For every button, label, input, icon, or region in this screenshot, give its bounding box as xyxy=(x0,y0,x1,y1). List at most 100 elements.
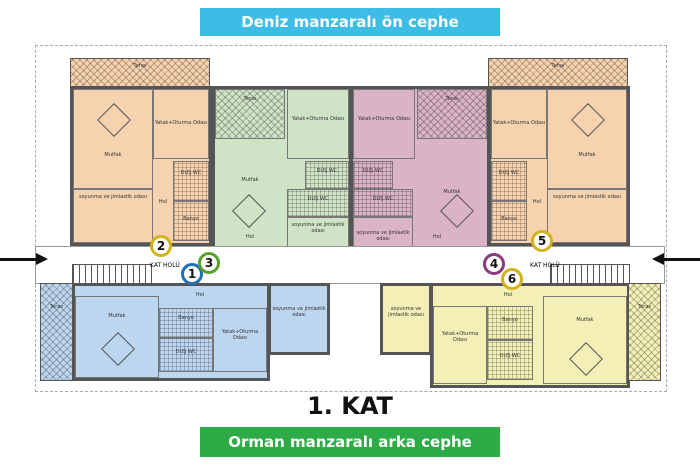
room-label: Mutfak xyxy=(578,152,596,158)
room-label: soyunma ve jimlastik odası xyxy=(388,306,424,318)
room-label: Banyo xyxy=(501,216,517,222)
room-label-hall: Hol xyxy=(245,234,255,240)
marker-6: 6 xyxy=(501,268,523,290)
room-label: Banyo xyxy=(502,317,518,323)
room-bedroom: Yatak+Oturma Odası xyxy=(353,89,415,159)
room-dressing: soyunma ve jimlastik odası xyxy=(547,189,627,243)
room-label: Teras xyxy=(551,63,565,69)
room-shower: DUŞ WC xyxy=(287,189,349,217)
room-label: DUŞ WC xyxy=(372,196,394,202)
marker-2: 2 xyxy=(150,235,172,257)
room-shower: DUŞ WC xyxy=(353,189,413,217)
table-icon xyxy=(569,342,603,376)
room-label: Mutfak xyxy=(104,152,122,158)
room-shower: DUŞ WC xyxy=(491,161,527,201)
unit-6-dressing: soyunma ve jimlastik odası xyxy=(380,283,432,355)
marker-4: 4 xyxy=(483,253,505,275)
room-label: Yatak+Oturma Odası xyxy=(154,120,208,126)
room-label: soyunma ve jimlastik odası xyxy=(356,230,410,242)
room-label-hall: Hol xyxy=(532,199,542,205)
room-label: Yatak+Oturma Odası xyxy=(291,116,345,122)
table-icon xyxy=(440,194,474,228)
room-label: Teras xyxy=(243,96,257,102)
arrow-head-right-icon xyxy=(36,253,48,265)
room-shower: DUŞ WC xyxy=(353,161,393,189)
entry-arrow-right xyxy=(662,258,700,261)
room-label: Teras xyxy=(133,63,147,69)
arrow-head-left-icon xyxy=(652,253,664,265)
unit-6: Yatak+Oturma Odası Banyo DUŞ WC Mutfak H… xyxy=(430,283,630,388)
room-label: DUŞ WC xyxy=(499,353,521,359)
room-bath: Banyo xyxy=(487,306,533,340)
room-label-hall: Hol xyxy=(432,234,442,240)
room-label: Yatak+Oturma Odası xyxy=(221,329,259,341)
room-bedroom: Yatak+Oturma Odası xyxy=(491,89,547,159)
floor-label: 1. KAT xyxy=(307,392,393,420)
room-bath: Banyo xyxy=(159,308,213,338)
unit-4: Yatak+Oturma Odası Teras DUŞ WC DUŞ WC s… xyxy=(350,86,490,270)
room-label-kitchen: Mutfak xyxy=(241,177,259,183)
room-label: Banyo xyxy=(183,216,199,222)
top-banner: Deniz manzaralı ön cephe xyxy=(200,8,500,36)
room-kitchen: Mutfak xyxy=(73,89,153,189)
stairs-right xyxy=(550,264,630,284)
marker-3: 3 xyxy=(198,252,220,274)
room-label: DUŞ WC xyxy=(180,170,202,176)
marker-1: 1 xyxy=(181,263,203,285)
room-label: Yatak+Oturma Odası xyxy=(357,116,411,122)
table-icon xyxy=(101,332,135,366)
room-shower: DUŞ WC xyxy=(159,338,213,372)
room-shower: DUŞ WC xyxy=(487,340,533,380)
room-label: soyunma ve jimlastik odası xyxy=(272,306,326,318)
room-bedroom: Yatak+Oturma Odası xyxy=(287,89,349,159)
kat-holu-label-left: KAT HOLÜ xyxy=(150,262,180,269)
room-label: soyunma ve jimlastik odası xyxy=(291,222,345,234)
room-shower: DUŞ WC xyxy=(173,161,209,201)
room-label: DUŞ WC xyxy=(362,168,384,174)
room-label: Mutfak xyxy=(108,313,126,319)
table-icon xyxy=(232,194,266,228)
room-kitchen: Mutfak xyxy=(75,296,159,378)
unit-1: Mutfak Banyo DUŞ WC Yatak+Oturma Odası H… xyxy=(72,283,270,381)
room-bedroom: Yatak+Oturma Odası xyxy=(153,89,209,159)
room-label: DUŞ WC xyxy=(175,349,197,355)
room-bath: Banyo xyxy=(491,201,527,241)
unit-5: Yatak+Oturma Odası Mutfak DUŞ WC Banyo s… xyxy=(488,86,630,246)
unit-2: Mutfak Yatak+Oturma Odası DUŞ WC Banyo s… xyxy=(70,86,212,246)
room-shower: DUŞ WC xyxy=(305,161,349,189)
building-outline xyxy=(35,45,667,392)
room-label: Teras xyxy=(49,304,63,310)
table-icon xyxy=(97,103,131,137)
room-kitchen: Mutfak xyxy=(547,89,627,189)
room-bedroom: Yatak+Oturma Odası xyxy=(213,308,267,372)
kat-holu-label-right: KAT HOLÜ xyxy=(530,262,560,269)
room-bedroom: Yatak+Oturma Odası xyxy=(433,306,487,384)
room-label: Teras xyxy=(445,96,459,102)
room-label-hall: Hol xyxy=(503,292,513,298)
unit-2-terrace: Teras xyxy=(70,58,210,88)
room-label: DUŞ WC xyxy=(316,168,338,174)
room-label-hall: Hol xyxy=(195,292,205,298)
room-label: Banyo xyxy=(178,315,194,321)
room-label-hall: Hol xyxy=(158,199,168,205)
room-dressing: soyunma ve jimlastik odası xyxy=(73,189,153,243)
bottom-banner: Orman manzaralı arka cephe xyxy=(200,427,500,457)
unit-6-terrace: Teras xyxy=(628,283,661,381)
room-bath: Banyo xyxy=(173,201,209,241)
room-terrace: Teras xyxy=(417,89,487,139)
room-label: Yatak+Oturma Odası xyxy=(492,120,546,126)
room-label: Mutfak xyxy=(576,317,594,323)
room-label: DUŞ WC xyxy=(307,196,329,202)
marker-5: 5 xyxy=(531,230,553,252)
room-label: soyunma ve jimlastik odası xyxy=(79,194,147,200)
entry-arrow-left xyxy=(0,258,38,261)
room-label: Yatak+Oturma Odası xyxy=(441,331,479,343)
room-label: soyunma ve jimlastik odası xyxy=(553,194,621,200)
unit-3: Teras Yatak+Oturma Odası DUŞ WC DUŞ WC s… xyxy=(212,86,352,258)
unit-5-terrace: Teras xyxy=(488,58,628,88)
unit-1-terrace: Teras xyxy=(40,283,73,381)
room-terrace: Teras xyxy=(215,89,285,139)
room-kitchen: Mutfak xyxy=(543,296,627,384)
room-label: DUŞ WC xyxy=(498,170,520,176)
stairs-left xyxy=(72,264,152,284)
